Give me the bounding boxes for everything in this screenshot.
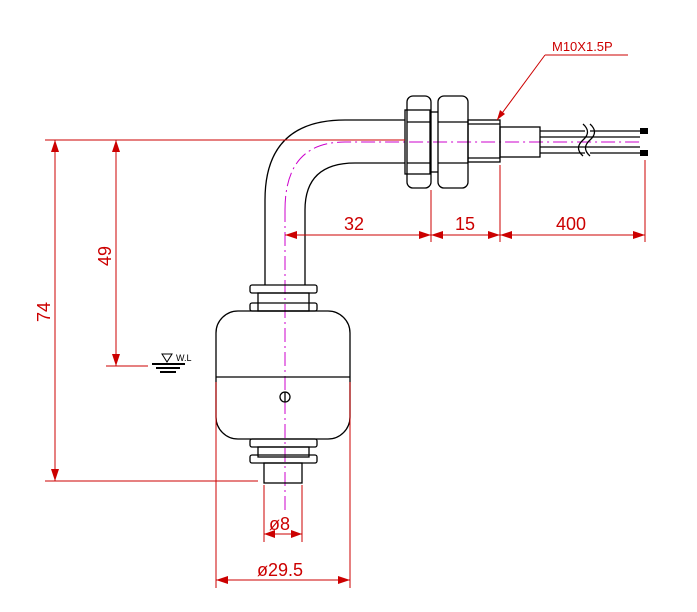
float-body	[215, 310, 351, 440]
cable-leads	[540, 123, 648, 157]
upper-collar	[249, 284, 318, 312]
dimension-49: 49	[95, 246, 115, 266]
thread-callout: M10X1.5P	[496, 39, 628, 121]
dimension-74: 74	[34, 302, 54, 322]
dimension-15: 15	[455, 214, 475, 234]
vertical-dimensions: 49 74	[34, 139, 405, 482]
diameter-dimensions: ø8 ø29.5	[215, 382, 351, 588]
dimension-32: 32	[344, 214, 364, 234]
dimension-float-diameter: ø29.5	[257, 560, 303, 580]
dimension-stem-diameter: ø8	[269, 514, 290, 534]
threaded-fitting	[467, 119, 541, 163]
bent-tube	[264, 119, 405, 285]
water-level-label: W.L	[176, 353, 192, 363]
horizontal-dimensions: 32 15 400	[285, 160, 646, 242]
thread-label: M10X1.5P	[552, 39, 613, 54]
lower-collar	[249, 438, 318, 484]
dimension-400: 400	[556, 214, 586, 234]
centerlines	[284, 141, 640, 510]
water-level-symbol: W.L	[152, 353, 192, 373]
